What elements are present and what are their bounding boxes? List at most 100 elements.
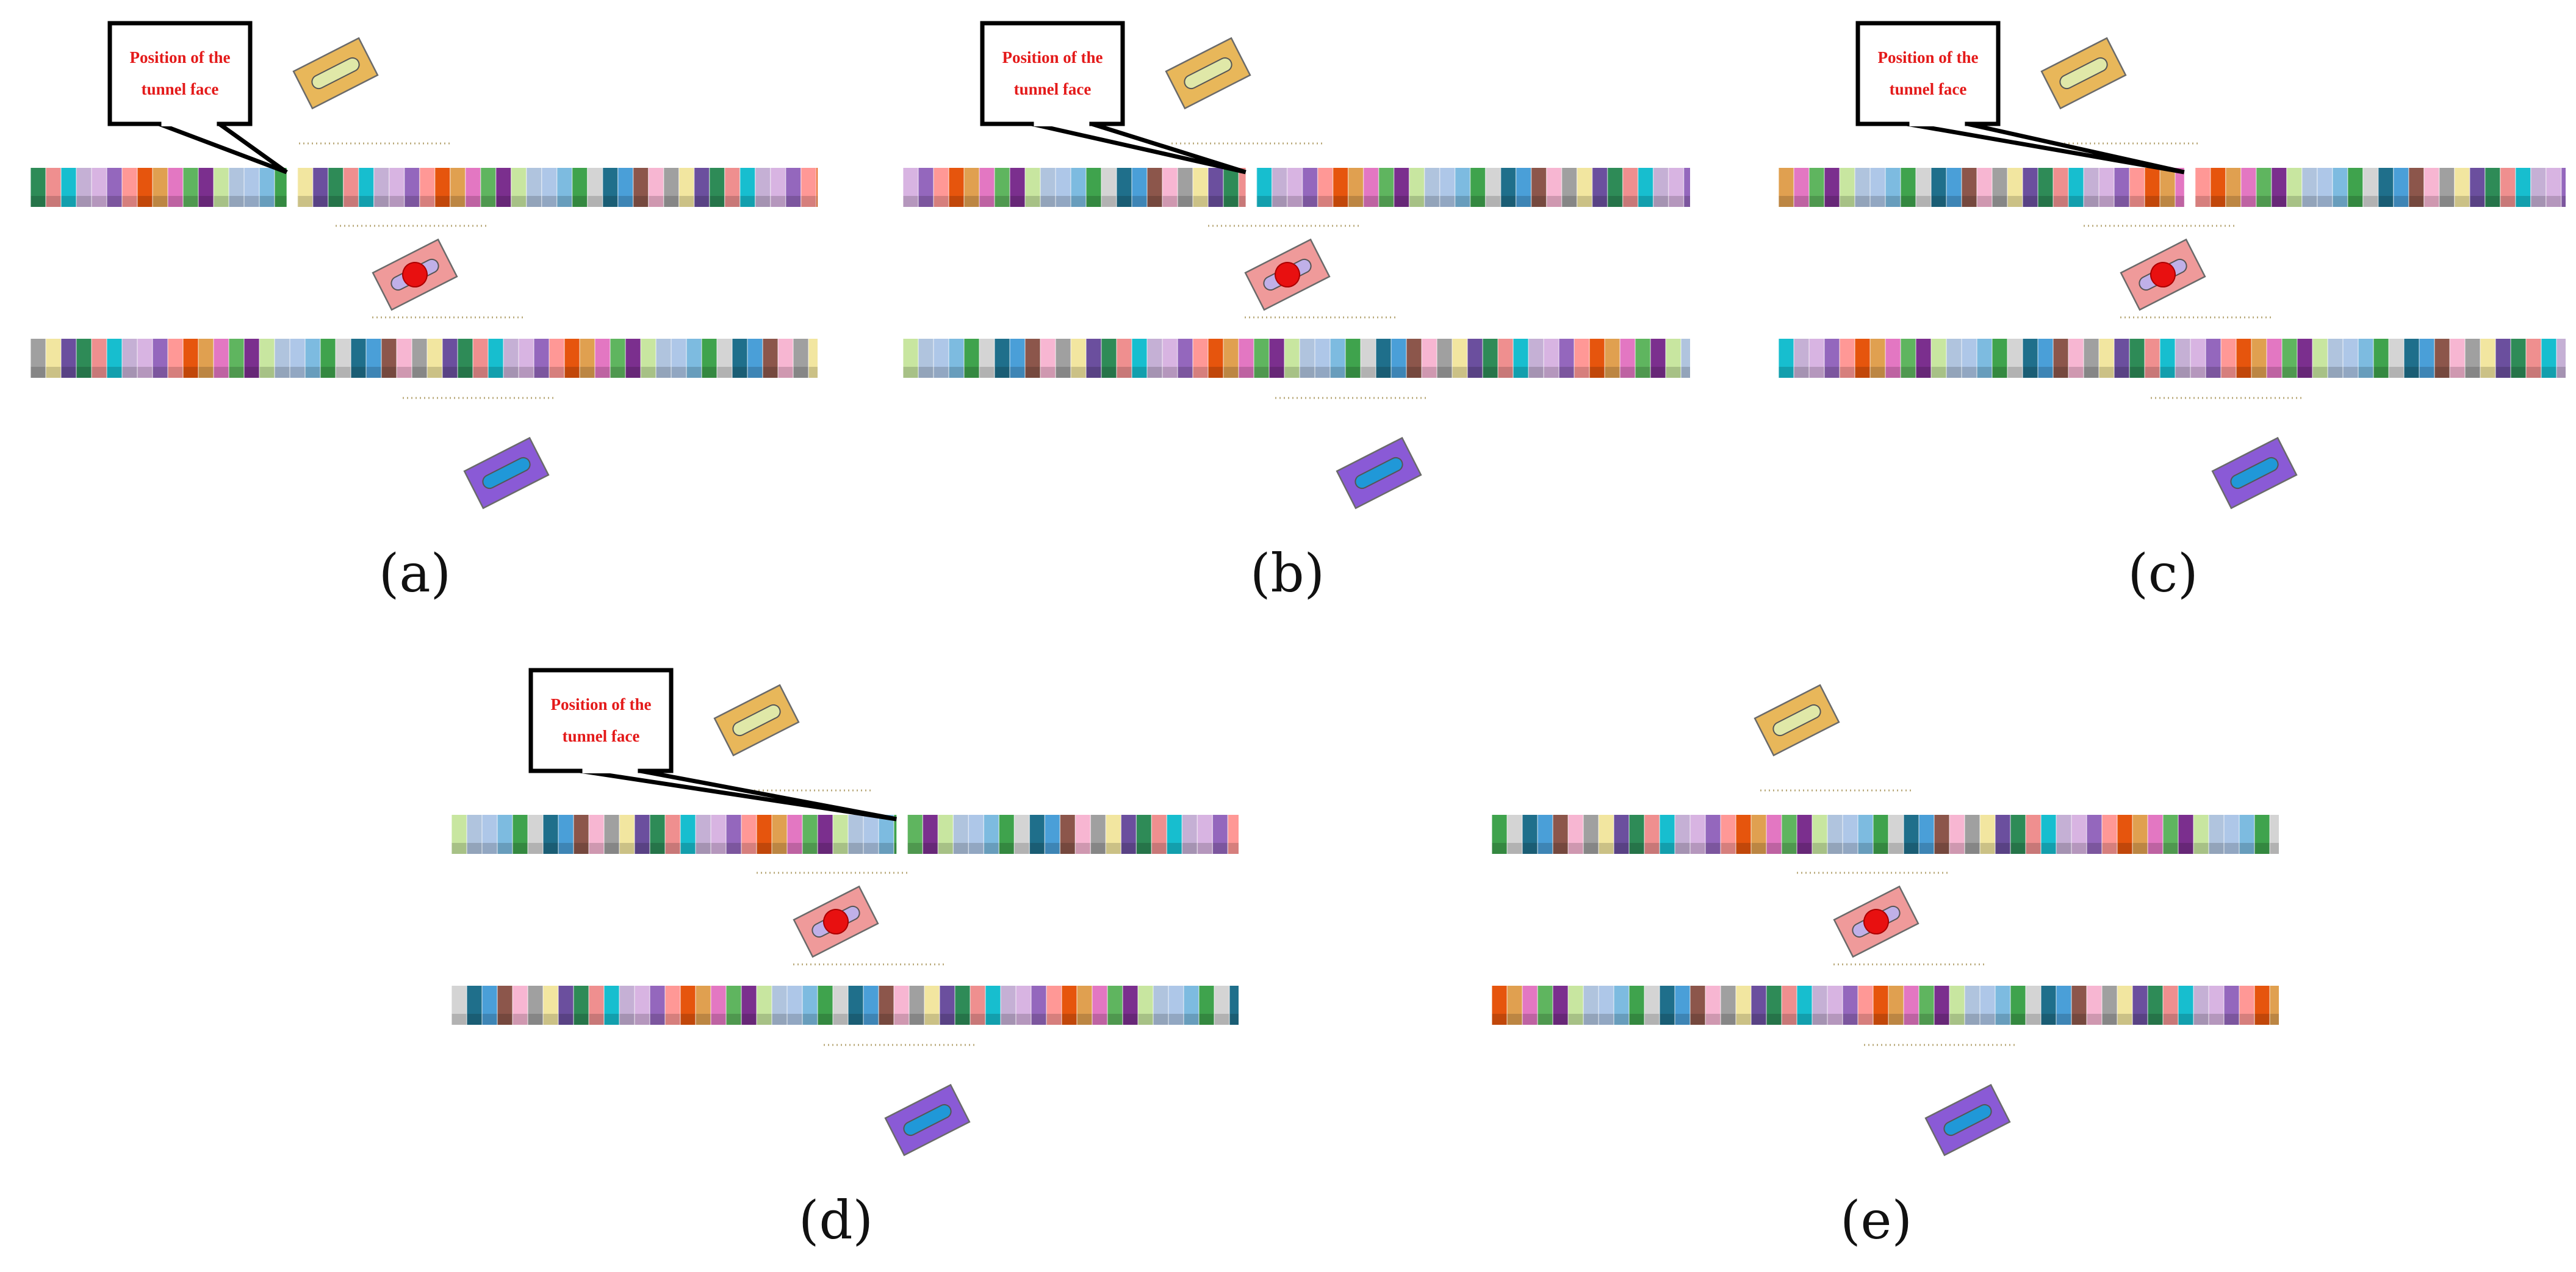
ring-shade xyxy=(2210,196,2226,207)
building-bottom xyxy=(1336,436,1422,510)
tunnel-ring xyxy=(2404,339,2419,378)
tunnel-ring xyxy=(2068,168,2084,207)
ring-shade xyxy=(2454,196,2470,207)
ring-shade xyxy=(650,1014,665,1025)
tunnel-ring xyxy=(808,339,818,378)
tunnel-ring xyxy=(894,815,897,854)
tunnel-ring xyxy=(604,986,619,1025)
tunnel-ring xyxy=(2145,339,2160,378)
tunnel-ring xyxy=(2041,815,2056,854)
red-marker xyxy=(2150,262,2176,287)
tunnel-ring xyxy=(863,815,879,854)
ring-shade xyxy=(1467,367,1483,378)
tunnel-ring xyxy=(1873,815,1888,854)
tunnel-ring xyxy=(1071,339,1086,378)
tunnel-ring xyxy=(1934,986,1949,1025)
tunnel-ring xyxy=(602,168,618,207)
tunnel-ring xyxy=(2145,168,2160,207)
ring-shade xyxy=(2526,367,2541,378)
ring-shade xyxy=(2480,367,2495,378)
tunnel-ring xyxy=(275,339,290,378)
ring-shade xyxy=(1904,1014,1919,1025)
ring-shade xyxy=(1071,196,1086,207)
tunnel-ring xyxy=(1193,168,1208,207)
ring-shade xyxy=(757,843,772,854)
tunnel-ring xyxy=(1424,168,1440,207)
ring-shade xyxy=(757,1014,772,1025)
ring-shade xyxy=(1147,196,1162,207)
ring-shade xyxy=(2190,367,2206,378)
tunnel-ring xyxy=(2099,339,2114,378)
tunnel-ring xyxy=(1182,815,1198,854)
tunnel-ring xyxy=(1901,339,1916,378)
ring-shade xyxy=(2117,1014,2132,1025)
tunnel-ring xyxy=(818,986,833,1025)
ring-shade xyxy=(2195,196,2211,207)
tunnel-ring xyxy=(229,168,244,207)
ring-shade xyxy=(1123,1014,1138,1025)
tunnel-ring xyxy=(1995,986,2010,1025)
tunnel-ring xyxy=(903,339,918,378)
ring-shade xyxy=(1931,196,1946,207)
ring-shade xyxy=(2511,367,2526,378)
ring-shade xyxy=(574,843,589,854)
tunnel-ring xyxy=(1901,168,1916,207)
ring-shade xyxy=(802,843,818,854)
tunnel-ring xyxy=(574,815,589,854)
tunnel-ring xyxy=(1592,168,1608,207)
tunnel-ring xyxy=(1574,339,1589,378)
tunnel-ring xyxy=(122,339,137,378)
tunnel-ring xyxy=(1001,986,1016,1025)
tunnel-ring xyxy=(1946,339,1962,378)
callout-seam xyxy=(1909,119,1965,126)
tunnel-ring xyxy=(1888,815,1904,854)
tunnel-ring xyxy=(726,815,741,854)
ring-shade xyxy=(1553,843,1568,854)
tunnel-ring xyxy=(1040,168,1056,207)
ring-shade xyxy=(1498,367,1513,378)
ring-shade xyxy=(1045,843,1060,854)
ring-shade xyxy=(1010,367,1025,378)
tunnel-ring xyxy=(558,986,574,1025)
ring-shade xyxy=(2193,1014,2209,1025)
ring-shade xyxy=(938,843,954,854)
tunnel-ring xyxy=(934,339,949,378)
ring-shade xyxy=(1675,1014,1690,1025)
tunnel-ring xyxy=(259,168,275,207)
callout-pointer xyxy=(1906,121,2185,175)
tunnel-ring xyxy=(1513,339,1528,378)
tunnel-ring xyxy=(1812,815,1827,854)
tunnel-ring xyxy=(46,339,61,378)
tunnel-ring xyxy=(1132,339,1147,378)
building-core xyxy=(1943,1104,1992,1136)
ring-shade xyxy=(2068,367,2084,378)
tunnel-ring xyxy=(1062,986,1077,1025)
ring-shade xyxy=(1751,1014,1766,1025)
tunnel-ring xyxy=(2434,339,2450,378)
panel-caption: (b) xyxy=(1250,543,1325,604)
ring-shade xyxy=(1029,843,1045,854)
tunnel-ring xyxy=(528,815,543,854)
ring-shade xyxy=(1001,1014,1016,1025)
ring-shade xyxy=(1644,1014,1660,1025)
tunnel-ring xyxy=(2206,339,2221,378)
building-core xyxy=(311,57,360,90)
ring-shade xyxy=(747,367,763,378)
ring-shade xyxy=(259,196,275,207)
tunnel-ring xyxy=(519,339,534,378)
ring-shade xyxy=(1888,1014,1904,1025)
tunnel-ring xyxy=(1300,339,1315,378)
ring-shade xyxy=(1212,843,1228,854)
tunnel-ring xyxy=(2545,168,2561,207)
tunnel-ring xyxy=(1779,168,1794,207)
ring-shade xyxy=(137,367,153,378)
tunnel-ring xyxy=(635,986,650,1025)
tunnel-ring xyxy=(1766,986,1782,1025)
ring-shade xyxy=(1934,843,1949,854)
tunnel-ring xyxy=(107,339,122,378)
ring-shade xyxy=(2071,1014,2087,1025)
upper-tunnel-left xyxy=(451,815,897,854)
tunnel-ring xyxy=(1614,815,1629,854)
ring-shade xyxy=(1452,367,1467,378)
ring-shade xyxy=(1666,367,1681,378)
